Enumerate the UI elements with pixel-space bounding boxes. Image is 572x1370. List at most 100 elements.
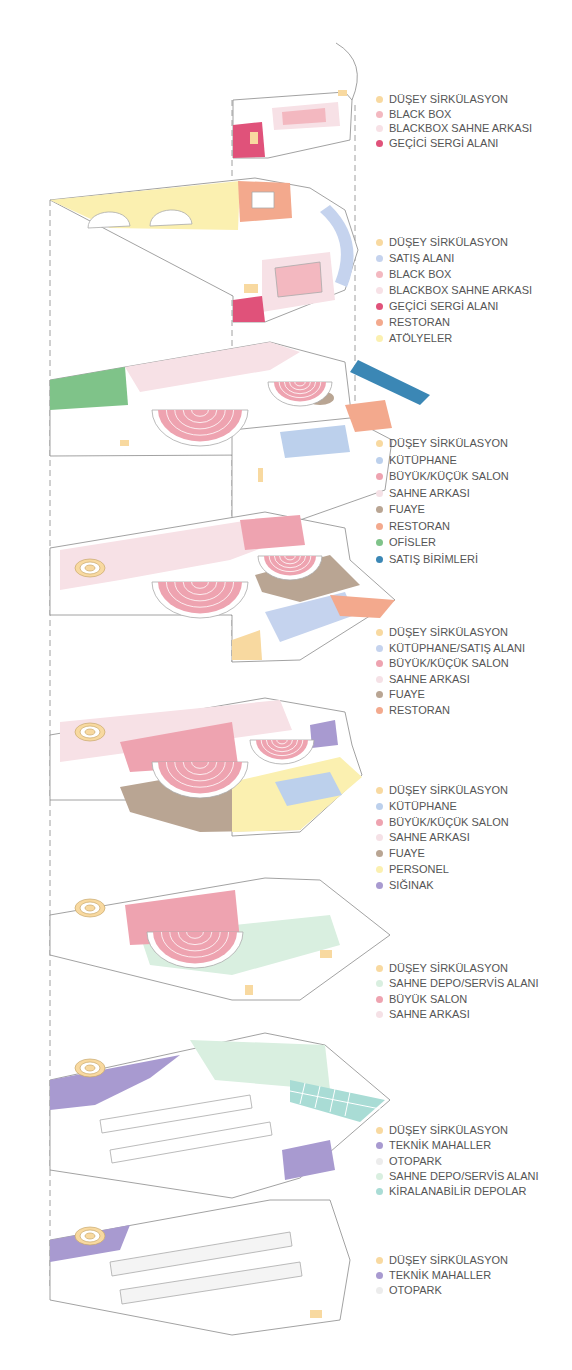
- legend-item: RESTORAN: [376, 316, 450, 329]
- legend-text: BLACKBOX SAHNE ARKASI: [389, 284, 532, 297]
- legend-text: FUAYE: [389, 847, 425, 860]
- legend-swatch: [376, 457, 383, 464]
- legend-text: SAHNE ARKASI: [389, 487, 470, 500]
- legend-item: FUAYE: [376, 503, 425, 516]
- legend-text: OFİSLER: [389, 536, 436, 549]
- legend-swatch: [376, 882, 383, 889]
- legend-item: FUAYE: [376, 688, 425, 701]
- seat-fan: [152, 410, 248, 446]
- legend-swatch: [376, 1011, 383, 1018]
- legend-item: PERSONEL: [376, 863, 449, 876]
- legend-text: SAHNE DEPO/SERVİS ALANI: [389, 1170, 539, 1183]
- legend-swatch: [376, 473, 383, 480]
- legend-text: GEÇİCİ SERGİ ALANI: [389, 300, 498, 313]
- legend-swatch: [376, 440, 383, 447]
- core-ring: [85, 729, 95, 735]
- floor-4: [50, 512, 395, 662]
- legend-item: OFİSLER: [376, 536, 436, 549]
- legend-item: DÜŞEY SİRKÜLASYON: [376, 962, 508, 975]
- legend-swatch: [376, 271, 383, 278]
- legend-item: SAHNE ARKASI: [376, 831, 470, 844]
- legend-item: RESTORAN: [376, 704, 450, 717]
- core-ring: [85, 905, 95, 911]
- legend-text: OTOPARK: [389, 1284, 442, 1297]
- legend-item: ATÖLYELER: [376, 332, 452, 345]
- legend-text: SATIŞ ALANI: [389, 252, 454, 265]
- legend-swatch: [376, 866, 383, 873]
- seat-fan: [152, 762, 248, 798]
- legend-swatch: [376, 140, 383, 147]
- legend-item: KÜTÜPHANE: [376, 800, 457, 813]
- legend-item: DÜŞEY SİRKÜLASYON: [376, 437, 508, 450]
- core-ring: [85, 1065, 95, 1071]
- legend-swatch: [376, 1257, 383, 1264]
- legend-swatch: [376, 787, 383, 794]
- legend-text: BÜYÜK/KÜÇÜK SALON: [389, 470, 509, 483]
- core-ring: [75, 723, 105, 741]
- legend-text: ATÖLYELER: [389, 332, 452, 345]
- legend-swatch: [376, 660, 383, 667]
- legend-text: GEÇİCİ SERGİ ALANI: [389, 137, 498, 150]
- core-ring: [75, 899, 105, 917]
- legend-item: BÜYÜK SALON: [376, 993, 467, 1006]
- core-ring: [75, 1059, 105, 1077]
- floor-3: [50, 342, 430, 520]
- legend-item: OTOPARK: [376, 1155, 442, 1168]
- legend-item: SATIŞ ALANI: [376, 252, 454, 265]
- core-ring: [75, 1227, 105, 1245]
- legend-text: DÜŞEY SİRKÜLASYON: [389, 626, 508, 639]
- legend-text: BÜYÜK/KÜÇÜK SALON: [389, 657, 509, 670]
- legend-item: SAHNE ARKASI: [376, 1008, 470, 1021]
- legend-text: BÜYÜK/KÜÇÜK SALON: [389, 816, 509, 829]
- floor-7: [50, 1033, 390, 1198]
- legend-swatch: [376, 556, 383, 563]
- legend-swatch: [376, 965, 383, 972]
- legend-text: SATIŞ BİRİMLERİ: [389, 553, 478, 566]
- legend-swatch: [376, 1142, 383, 1149]
- legend-text: BLACKBOX SAHNE ARKASI: [389, 122, 532, 135]
- legend-swatch: [376, 803, 383, 810]
- core-ring: [85, 565, 95, 571]
- legend-item: DÜŞEY SİRKÜLASYON: [376, 1254, 508, 1267]
- legend-swatch: [376, 1158, 383, 1165]
- seating: [147, 382, 332, 968]
- seat-fan: [250, 740, 314, 764]
- legend-swatch: [376, 539, 383, 546]
- legend-item: FUAYE: [376, 847, 425, 860]
- legend-item: BLACK BOX: [376, 268, 451, 281]
- legend-text: PERSONEL: [389, 863, 449, 876]
- legend-text: SAHNE ARKASI: [389, 673, 470, 686]
- legend-swatch: [376, 335, 383, 342]
- legend-swatch: [376, 125, 383, 132]
- legend-item: GEÇİCİ SERGİ ALANI: [376, 137, 498, 150]
- legend-item: OTOPARK: [376, 1284, 442, 1297]
- legend-text: RESTORAN: [389, 520, 450, 533]
- legend-text: FUAYE: [389, 503, 425, 516]
- legend-item: DÜŞEY SİRKÜLASYON: [376, 236, 508, 249]
- legend-swatch: [376, 834, 383, 841]
- core-ring: [85, 1233, 95, 1239]
- legend-text: KİRALANABİLİR DEPOLAR: [389, 1185, 527, 1198]
- legend-text: DÜŞEY SİRKÜLASYON: [389, 1124, 508, 1137]
- legend-swatch: [376, 490, 383, 497]
- legend-swatch: [376, 1188, 383, 1195]
- legend-swatch: [376, 850, 383, 857]
- legend-item: BLACKBOX SAHNE ARKASI: [376, 122, 532, 135]
- legend-swatch: [376, 1272, 383, 1279]
- legend-text: DÜŞEY SİRKÜLASYON: [389, 962, 508, 975]
- seat-fan: [258, 556, 322, 580]
- legend-item: SAHNE ARKASI: [376, 487, 470, 500]
- legend-text: SAHNE ARKASI: [389, 831, 470, 844]
- legend-item: KÜTÜPHANE/SATIŞ ALANI: [376, 642, 525, 655]
- legend-item: RESTORAN: [376, 520, 450, 533]
- seat-fan: [268, 382, 332, 406]
- legend-item: SATIŞ BİRİMLERİ: [376, 553, 478, 566]
- legend-item: SIĞINAK: [376, 879, 434, 892]
- legend-text: KÜTÜPHANE: [389, 800, 457, 813]
- core-ring: [80, 1062, 100, 1074]
- core-ring: [80, 726, 100, 738]
- legend-item: KİRALANABİLİR DEPOLAR: [376, 1185, 527, 1198]
- legend-swatch: [376, 980, 383, 987]
- legend-swatch: [376, 287, 383, 294]
